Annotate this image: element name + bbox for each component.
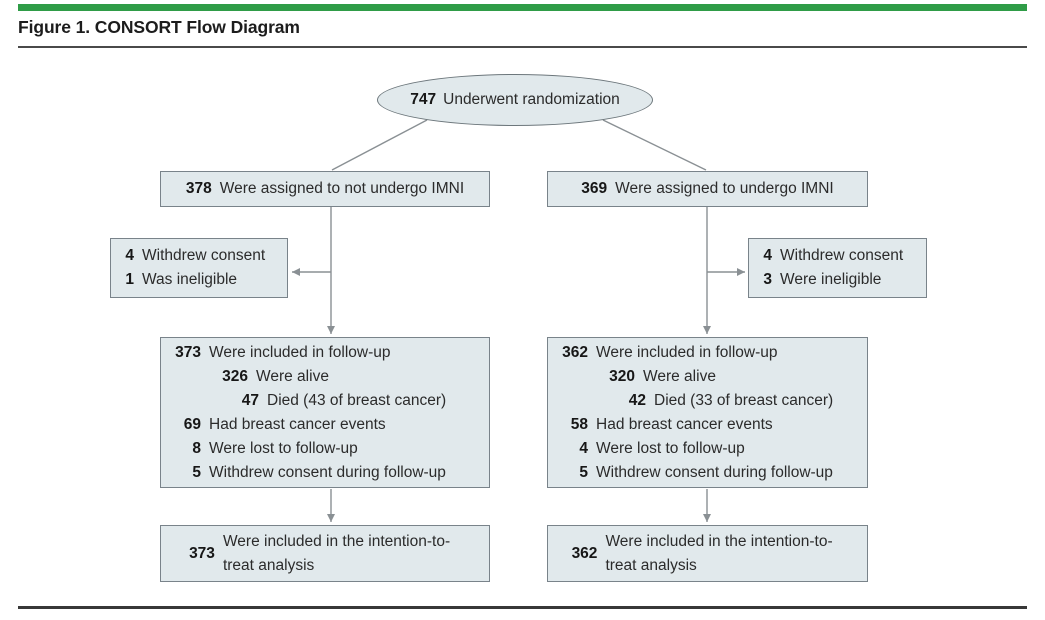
count-label: Died (43 of breast cancer) [267,392,447,409]
figure-accent-bar [18,4,1027,11]
flow-row: 362 Were included in follow-up [554,341,863,365]
count-label: Underwent randomization [443,91,620,108]
count-value: 326 [222,368,248,385]
left-arm-followup-box: 373 Were included in follow-up 326 Were … [160,337,490,488]
count-label: Were lost to follow-up [596,440,745,457]
flow-row: 3 Were ineligible [759,268,918,292]
right-arm-assigned-box: 369 Were assigned to undergo IMNI [547,171,868,207]
count-label: Were ineligible [780,271,882,288]
count-value: 747 [410,91,437,108]
title-divider [18,46,1027,48]
count-label: Were lost to follow-up [209,440,358,457]
randomization-node: 747 Underwent randomization [377,74,653,126]
count-value: 362 [571,544,598,562]
count-label: Were included in the intention-to-treat … [222,532,451,574]
figure-bottom-divider [18,606,1027,609]
left-arm-itt-box: 373 Were included in the intention-to-tr… [160,525,490,582]
count-label: Had breast cancer events [596,416,773,433]
count-value: 4 [125,247,134,264]
count-label: Had breast cancer events [209,416,386,433]
count-value: 8 [192,440,201,457]
figure-title: Figure 1. CONSORT Flow Diagram [18,17,300,37]
count-value: 4 [763,247,772,264]
count-value: 58 [570,416,588,433]
count-label: Were included in the intention-to-treat … [605,532,833,574]
count-value: 47 [241,392,259,409]
count-value: 373 [175,344,201,361]
flow-row: 5 Withdrew consent during follow-up [167,461,485,485]
count-label: Were included in follow-up [209,344,391,361]
count-value: 5 [192,464,201,481]
count-label: Died (33 of breast cancer) [654,392,834,409]
count-value: 362 [562,344,588,361]
flow-row: 1 Was ineligible [121,268,279,292]
flow-row: 4 Were lost to follow-up [554,437,863,461]
flow-row: 58 Had breast cancer events [554,413,863,437]
count-label: Withdrew consent during follow-up [209,464,446,481]
flow-row: 47 Died (43 of breast cancer) [167,389,485,413]
left-arm-assigned-box: 378 Were assigned to not undergo IMNI [160,171,490,207]
count-value: 5 [579,464,588,481]
count-value: 3 [763,271,772,288]
count-label: Were alive [643,368,716,385]
flow-row: 4 Withdrew consent [121,244,279,268]
count-label: Withdrew consent during follow-up [596,464,833,481]
flow-row: 320 Were alive [554,365,863,389]
count-value: 1 [125,271,134,288]
right-arm-itt-box: 362 Were included in the intention-to-tr… [547,525,868,582]
flow-row: 4 Withdrew consent [759,244,918,268]
count-value: 42 [628,392,646,409]
count-value: 69 [183,416,201,433]
count-value: 4 [579,440,588,457]
count-label: Was ineligible [142,271,238,288]
count-label: Were included in follow-up [596,344,778,361]
right-arm-followup-box: 362 Were included in follow-up 320 Were … [547,337,868,488]
flow-row: 69 Had breast cancer events [167,413,485,437]
flow-row: 8 Were lost to follow-up [167,437,485,461]
flow-row: 5 Withdrew consent during follow-up [554,461,863,485]
count-value: 373 [189,544,215,562]
count-label: Withdrew consent [780,247,904,264]
count-label: Were assigned to undergo IMNI [615,180,834,197]
count-value: 369 [581,180,608,197]
count-label: Were assigned to not undergo IMNI [219,180,465,197]
flow-row: 373 Were included in follow-up [167,341,485,365]
left-arm-excluded-box: 4 Withdrew consent 1 Was ineligible [110,238,288,298]
count-value: 378 [185,180,212,197]
count-label: Were alive [256,368,329,385]
right-arm-excluded-box: 4 Withdrew consent 3 Were ineligible [748,238,927,298]
count-value: 320 [609,368,635,385]
flow-row: 42 Died (33 of breast cancer) [554,389,863,413]
count-label: Withdrew consent [142,247,266,264]
flow-row: 326 Were alive [167,365,485,389]
